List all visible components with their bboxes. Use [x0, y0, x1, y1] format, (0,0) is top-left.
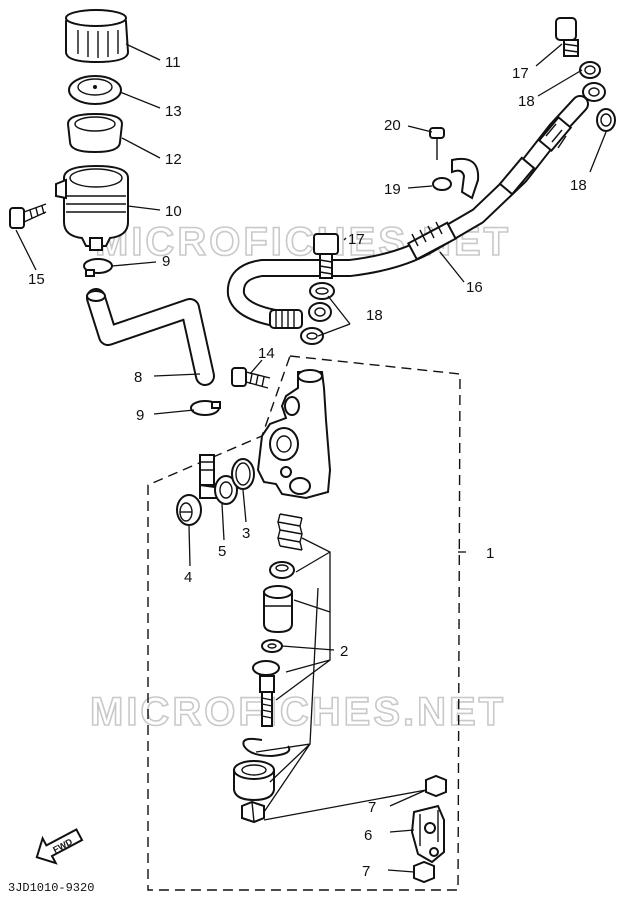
hose-clamp-lower-icon	[190, 400, 221, 416]
clevis-nut-upper-icon	[425, 774, 447, 798]
watermark-bottom: MICROFICHES.NET	[90, 690, 506, 734]
secondary-washer-icon	[261, 639, 283, 653]
reservoir-bolt-icon	[9, 203, 47, 229]
leader-lines	[15, 43, 607, 873]
callout-9-lower: 9	[136, 407, 144, 424]
callout-4: 4	[184, 569, 192, 586]
diaphragm-plate-icon	[68, 75, 122, 105]
diaphragm-icon	[66, 112, 124, 154]
clevis-nut-lower-icon	[413, 860, 435, 884]
callout-12: 12	[165, 151, 182, 168]
clevis-icon	[410, 804, 445, 864]
master-cylinder-body-icon	[256, 369, 332, 500]
hose-joint-icon	[199, 454, 238, 505]
callout-2: 2	[340, 643, 348, 660]
callout-17-mid: 17	[348, 231, 365, 248]
push-rod-icon	[252, 660, 280, 727]
callout-6: 6	[364, 827, 372, 844]
diagram-code: 3JD1010-9320	[8, 881, 94, 895]
copper-washer-mid-a-icon	[309, 282, 335, 300]
union-bolt-top-icon	[555, 17, 579, 57]
callout-9-upper: 9	[162, 253, 170, 270]
brake-hose-icon	[226, 95, 589, 329]
callout-18-top-b: 18	[570, 177, 587, 194]
reservoir-tank-icon	[55, 164, 129, 251]
callout-13: 13	[165, 103, 182, 120]
callout-19: 19	[384, 181, 401, 198]
callout-20: 20	[384, 117, 401, 134]
callout-11: 11	[165, 54, 181, 71]
callout-18-top-a: 18	[518, 93, 535, 110]
callout-7-lower: 7	[362, 863, 370, 880]
copper-washer-top-b-icon	[596, 108, 616, 132]
callout-1: 1	[486, 545, 494, 562]
callout-8: 8	[134, 369, 142, 386]
return-spring-icon	[277, 513, 303, 551]
piston-icon	[263, 585, 293, 634]
reservoir-cap-icon	[65, 9, 130, 64]
o-ring-icon	[231, 458, 255, 490]
lock-nut-icon	[241, 800, 265, 824]
copper-washer-mid-b-icon	[300, 327, 324, 345]
mounting-bolt-icon	[231, 367, 271, 389]
callout-16: 16	[466, 279, 483, 296]
circlip-icon	[242, 737, 291, 758]
plug-cap-icon	[176, 494, 202, 526]
union-bolt-mid-icon	[313, 233, 339, 279]
callout-10: 10	[165, 203, 182, 220]
callout-18-mid: 18	[366, 307, 383, 324]
forward-arrow-icon: FWD	[35, 828, 84, 865]
banjo-fitting-top-icon	[582, 82, 606, 102]
dust-boot-icon	[233, 760, 275, 802]
reservoir-hose-icon	[86, 288, 215, 386]
callout-7-upper: 7	[368, 799, 376, 816]
hose-clamp-upper-icon	[83, 258, 113, 277]
callout-15: 15	[28, 271, 45, 288]
callout-5: 5	[218, 543, 226, 560]
hose-guide-icon	[432, 158, 480, 200]
callout-3: 3	[242, 525, 250, 542]
banjo-fitting-mid-icon	[308, 302, 332, 322]
primary-cup-icon	[269, 561, 295, 579]
hose-guide-screw-icon	[429, 127, 445, 160]
copper-washer-top-a-icon	[579, 61, 601, 79]
callout-14: 14	[258, 345, 275, 362]
callout-17-top: 17	[512, 65, 529, 82]
